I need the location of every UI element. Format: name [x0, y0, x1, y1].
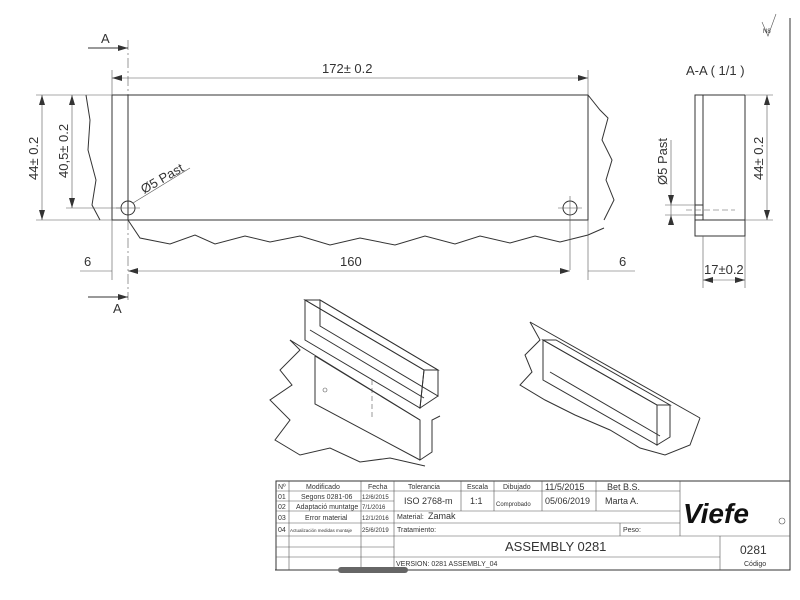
dim-section-height-arrow-bottom: [764, 210, 770, 220]
section-view: A-A ( 1/1 ) 44± 0.2 Ø5 Past 17±: [655, 63, 773, 288]
dim-edge-left-label: 6: [84, 254, 91, 269]
dim-length-label: 172± 0.2: [322, 61, 373, 76]
dim-section-hole-label: Ø5 Past: [655, 138, 670, 185]
tb-header-scale: Escala: [467, 484, 488, 491]
iso2-trough-inner: [549, 371, 661, 437]
tb-rev1-no: 01: [278, 494, 286, 501]
tb-rev2-no: 02: [278, 504, 286, 511]
iso-wall-break-left: [269, 339, 426, 467]
tb-checked-by: Marta A.: [605, 496, 639, 506]
isometric-view-assembled: [519, 321, 701, 456]
title-block-frame: [275, 480, 791, 571]
tb-checked-date: 05/06/2019: [545, 496, 590, 506]
tb-header-checked: Comprobado: [496, 502, 531, 508]
surface-finish-symbol: N8: [761, 13, 777, 37]
dim-height-arrow-bottom: [39, 210, 45, 220]
section-arrowhead-top: [118, 45, 128, 51]
dim-height-arrow-top: [39, 95, 45, 105]
iso2-trough-end: [656, 404, 671, 446]
front-view: A A 172± 0.2 44± 0.2: [26, 31, 635, 316]
tb-code-label: Código: [744, 561, 766, 568]
dim-spacing-label: 160: [340, 254, 362, 269]
dim-spacing-arrow-right: [560, 268, 570, 274]
dim-section-width-arrow-right: [735, 277, 745, 283]
tb-header-tolerance: Tolerancia: [408, 484, 440, 491]
dim-length-arrow-right: [578, 75, 588, 81]
tb-material: Zamak: [428, 511, 456, 521]
iso2-wall-top: [529, 321, 701, 419]
tb-title: ASSEMBLY 0281: [505, 539, 606, 554]
tb-rev4-no: 04: [278, 527, 286, 534]
tb-drawn-date: 11/5/2015: [545, 482, 584, 492]
dim-section-width-label: 17±0.2: [704, 262, 744, 277]
isometric-view-exploded: [269, 299, 441, 467]
section-marker-top: A: [101, 31, 110, 46]
iso2-trough-front: [542, 339, 658, 446]
dim-section-height-arrow-top: [764, 95, 770, 105]
dim-section-width-arrow-left: [703, 277, 713, 283]
dim-section-height-label: 44± 0.2: [751, 137, 766, 180]
dim-hole-height-label: 40,5± 0.2: [56, 124, 71, 178]
tb-header-drawn: Dibujado: [503, 484, 531, 491]
tb-code: 0281: [740, 543, 767, 557]
tb-material-label: Material:: [397, 514, 424, 521]
tb-rev1-date: 12/6/2015: [362, 495, 389, 501]
tb-version: VERSION: 0281 ASSEMBLY_04: [396, 561, 498, 568]
iso-wall-hole: [322, 387, 328, 393]
dim-hole-height-arrow-bottom: [69, 198, 75, 208]
section-view-title: A-A ( 1/1 ): [686, 63, 745, 78]
hole-leader: [132, 167, 191, 204]
tb-drawn-by: Bet B.S.: [607, 482, 640, 492]
dim-edge-right-label: 6: [619, 254, 626, 269]
registered-mark: [778, 517, 786, 525]
tb-scale: 1:1: [470, 496, 483, 506]
dim-height-label: 44± 0.2: [26, 137, 41, 180]
tb-rev4-date: 25/6/2019: [362, 528, 389, 534]
dim-length-arrow-left: [112, 75, 122, 81]
dim-hole-height-arrow-top: [69, 95, 75, 105]
iso-trough-top-rim: [303, 299, 440, 371]
iso-trough-inner-edge: [309, 329, 425, 399]
tb-treatment-label: Tratamiento:: [397, 527, 436, 534]
tb-header-date: Fecha: [368, 484, 388, 491]
dim-section-hole-arrow-bottom: [668, 215, 674, 225]
iso2-wall-break: [519, 321, 701, 456]
dim-spacing-arrow-left: [128, 268, 138, 274]
tb-rev2-modified: Adaptació muntatge: [296, 504, 358, 511]
break-line-left: [85, 94, 101, 221]
tb-header-modified: Modificado: [306, 484, 340, 491]
title-block: Nº Modificado Fecha Tolerancia Escala Di…: [275, 480, 791, 571]
break-line-bottom: [127, 219, 605, 246]
section-wall-hatched: [694, 94, 704, 221]
tb-rev4-modified: Actualización medidas montaje: [290, 528, 353, 533]
iso-trough-end: [419, 369, 439, 410]
section-base-hatched: [694, 219, 746, 237]
tb-rev3-date: 12/1/2016: [362, 516, 389, 522]
part-outline: [111, 94, 589, 221]
tb-weight-label: Peso:: [623, 527, 641, 534]
iso2-trough-rim: [541, 339, 672, 406]
section-arrowhead-bottom: [118, 294, 128, 300]
tb-header-no: Nº: [278, 484, 286, 491]
dim-hole-label: Ø5 Past: [138, 160, 187, 197]
iso-trough-front-face: [304, 299, 425, 409]
section-marker-bottom: A: [113, 301, 122, 316]
tb-rev1-modified: Segons 0281-06: [301, 494, 352, 501]
break-line-right: [587, 94, 615, 221]
finish-symbol-label: N8: [763, 29, 771, 35]
tb-tolerance: ISO 2768-m: [404, 496, 453, 506]
scroll-indicator[interactable]: [338, 567, 408, 573]
tb-rev3-no: 03: [278, 515, 286, 522]
iso-wall-slot-top: [314, 355, 421, 421]
brand-logo: Viefe: [683, 498, 749, 529]
dim-section-hole-arrow-top: [668, 195, 674, 205]
tb-rev2-date: 7/1/2016: [362, 505, 386, 511]
iso-trough-back-wall: [319, 299, 439, 397]
tb-rev3-modified: Error material: [305, 515, 348, 522]
iso-wall-slot-inner: [314, 356, 421, 461]
